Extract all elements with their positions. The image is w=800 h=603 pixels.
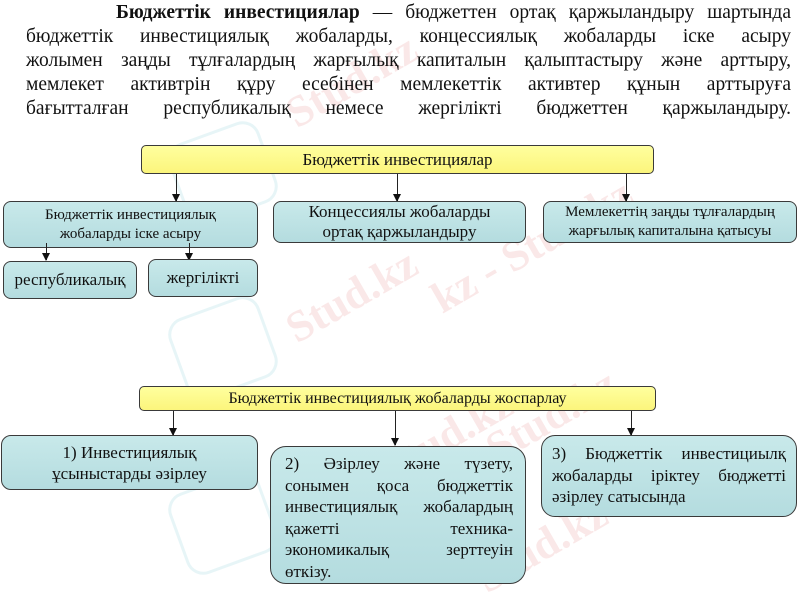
step-label-line: сонымен қоса бюджеттік	[285, 475, 513, 495]
paragraph-line: Бюджеттік инвестициялар — бюджеттен орта…	[26, 1, 791, 25]
grandchild-label: республикалық	[14, 270, 126, 289]
arrow-down-icon	[625, 411, 637, 436]
arrow-down-icon	[620, 174, 632, 202]
diagram2-step-1: 1) Инвестициялық ұсыныстарды әзірлеу	[1, 435, 258, 490]
paragraph-line: мемлекет активтрін құру есебінен мемлеке…	[26, 74, 791, 95]
arrow-down-icon	[183, 243, 195, 261]
watermark-text: kz - Stud.kz	[422, 168, 641, 323]
child-label-line: жобаларды іске асыру	[59, 225, 202, 242]
watermark-text: Stud.kz	[277, 238, 426, 353]
diagram1-child-concession-projects: Концессиялы жобаларды ортақ қаржыландыру	[273, 201, 526, 243]
step-label-line: 1) Инвестициялық	[62, 442, 197, 462]
diagram1-root-label: Бюджеттік инвестициялар	[302, 149, 493, 169]
step-label-line: ұсыныстарды әзірлеу	[52, 463, 207, 483]
arrow-down-icon	[391, 174, 403, 202]
diagram2-root-label: Бюджеттік инвестициялық жобаларды жоспар…	[228, 389, 567, 407]
diagram1-grandchild-republican: республикалық	[3, 261, 137, 299]
grandchild-label: жергілікті	[166, 268, 240, 287]
step-label-line: 3) Бюджеттік инвестициылқ	[552, 444, 786, 463]
paragraph-text: — бюджеттен ортақ қаржыландыру шартында	[359, 2, 791, 23]
step-label-line: қажетті техника-	[285, 518, 513, 538]
child-label-line: Мемлекеттің заңды тұлғалардың	[565, 204, 775, 220]
step-label-line: жобаларды іріктеу бюджетті	[552, 465, 786, 485]
child-label-line: жарғылық капиталына қатысуы	[568, 223, 772, 239]
step-label-line: 2) Әзірлеу және түзету,	[285, 454, 513, 473]
arrow-down-icon	[40, 243, 52, 261]
child-label-line: Бюджеттік инвестициялық	[45, 206, 216, 223]
paragraph-line: бюджеттік инвестициялық жобаларды, конце…	[26, 26, 791, 47]
diagram2-step-2: 2) Әзірлеу және түзету, сонымен қоса бюд…	[270, 446, 526, 584]
step-label-line: инвестициялық жобалардың	[285, 497, 513, 516]
diagram2-root-box: Бюджеттік инвестициялық жобаларды жоспар…	[139, 386, 656, 411]
diagram1-child-state-participation: Мемлекеттің заңды тұлғалардың жарғылық к…	[543, 201, 797, 243]
arrow-down-icon	[167, 411, 179, 436]
step-label-line: өткізу.	[285, 561, 332, 581]
arrow-down-icon	[389, 411, 401, 446]
paragraph-line: бағытталған республикалық немесе жергілі…	[26, 98, 791, 119]
child-label-line: Концессиялы жобаларды	[308, 202, 491, 221]
diagram1-grandchild-local: жергілікті	[148, 259, 258, 297]
step-label-line: әзірлеу сатысында	[552, 487, 686, 506]
defined-term: Бюджеттік инвестициялар	[116, 2, 360, 23]
child-label-line: ортақ қаржыландыру	[322, 222, 477, 241]
diagram1-child-investment-projects: Бюджеттік инвестициялық жобаларды іске а…	[3, 201, 258, 248]
diagram1-root-box: Бюджеттік инвестициялар	[141, 145, 654, 174]
paragraph-line: жолымен заңды тұлғалардың жарғылық капит…	[26, 50, 791, 71]
definition-paragraph: Бюджеттік инвестициялар — бюджеттен орта…	[26, 1, 791, 121]
diagram2-step-3: 3) Бюджеттік инвестициылқ жобаларды ірік…	[541, 435, 797, 517]
arrow-down-icon	[170, 174, 182, 202]
step-label-line: экономикалық зерттеуін	[285, 540, 513, 559]
